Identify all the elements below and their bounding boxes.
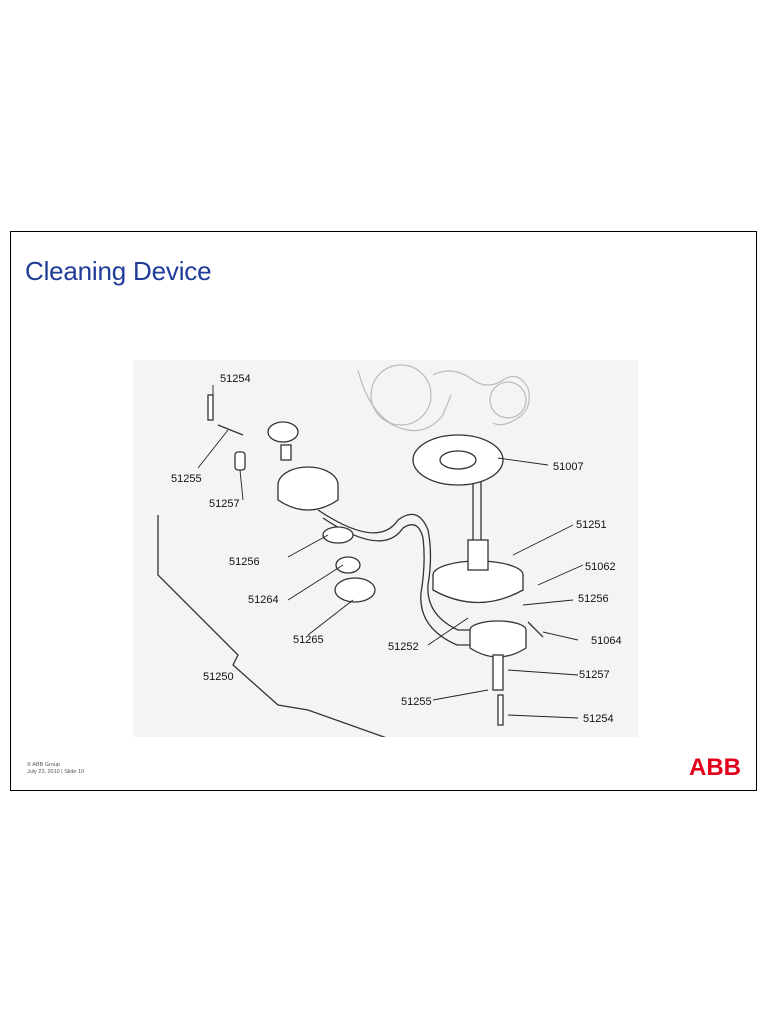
callout-51254-top: 51254 — [220, 373, 251, 385]
exploded-parts-diagram: 51254 51255 51257 51256 51264 51265 5125… — [133, 360, 638, 737]
date-slide-text: July 23, 2010 | Slide 10 — [27, 769, 85, 775]
gasket-drawing — [412, 434, 504, 486]
left-valve-drawing — [207, 394, 376, 603]
callout-51254-bottom: 51254 — [583, 713, 614, 725]
slide-title: Cleaning Device — [25, 256, 212, 286]
callout-51252: 51252 — [388, 641, 419, 653]
pipe-drawing — [317, 480, 488, 646]
callout-51257-left: 51257 — [209, 498, 240, 510]
callout-51255-bottom: 51255 — [401, 696, 432, 708]
callout-51251: 51251 — [576, 519, 607, 531]
callout-51007: 51007 — [553, 461, 584, 473]
valve-body-drawing — [469, 620, 544, 726]
abb-logo: ABB — [689, 754, 741, 781]
callout-labels: 51254 51255 51257 51256 51264 51265 5125… — [171, 373, 622, 725]
callout-51062: 51062 — [585, 561, 616, 573]
callout-51256-right: 51256 — [578, 593, 609, 605]
callout-51265: 51265 — [293, 634, 324, 646]
bracket-line — [157, 515, 386, 737]
leader-lines — [197, 385, 584, 719]
callout-51256-left: 51256 — [229, 556, 260, 568]
flange-drawing — [432, 539, 524, 604]
slide: Cleaning Device — [10, 231, 757, 791]
callout-51257-right: 51257 — [579, 669, 610, 681]
slide-footer: © ABB Group July 23, 2010 | Slide 10 — [27, 762, 84, 776]
copyright-text: © ABB Group — [27, 762, 61, 768]
callout-51064: 51064 — [591, 635, 622, 647]
diagram-svg: 51254 51255 51257 51256 51264 51265 5125… — [157, 364, 622, 737]
callout-51264: 51264 — [248, 594, 279, 606]
gear-drawing — [357, 364, 530, 432]
callout-51255-left: 51255 — [171, 473, 202, 485]
callout-51250: 51250 — [203, 671, 234, 683]
